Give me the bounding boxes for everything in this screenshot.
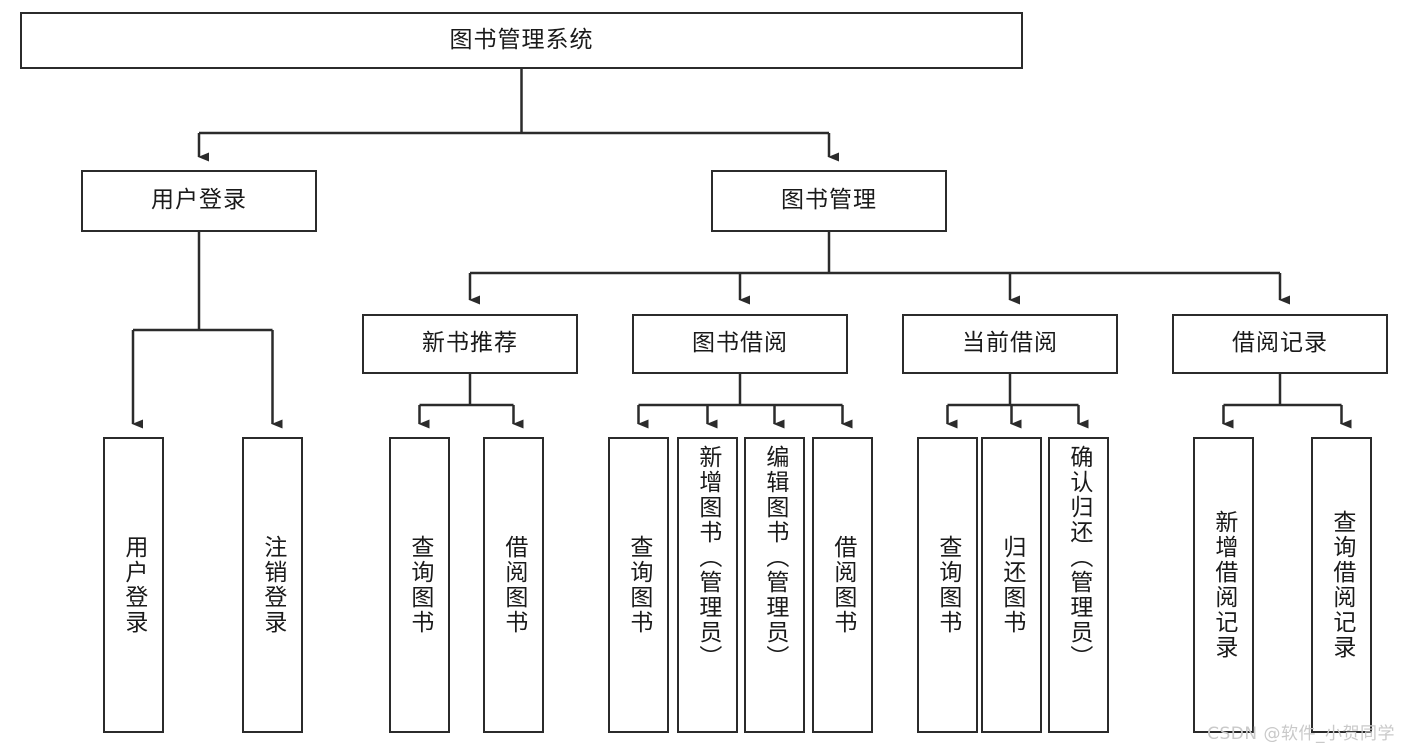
- node-leaf-label: 新增借阅记录: [1210, 510, 1237, 660]
- node-leaf-用户登录-0[interactable]: 用户登录: [103, 437, 164, 733]
- node-leaf-label: 查询图书: [934, 535, 961, 635]
- node-leaf-label: 借阅图书: [500, 535, 527, 635]
- node-l2-新书推荐[interactable]: 新书推荐: [362, 314, 578, 374]
- node-leaf-编辑图书管理员-6[interactable]: 编辑图书（管理员）: [744, 437, 805, 733]
- node-l1-用户登录[interactable]: 用户登录: [81, 170, 317, 232]
- node-leaf-查询图书-2[interactable]: 查询图书: [389, 437, 450, 733]
- node-label: 用户登录: [151, 187, 247, 214]
- node-root-label: 图书管理系统: [449, 26, 594, 53]
- node-leaf-归还图书-9[interactable]: 归还图书: [981, 437, 1042, 733]
- node-l2-借阅记录[interactable]: 借阅记录: [1172, 314, 1388, 374]
- node-leaf-label: 新增图书（管理员）: [694, 445, 721, 670]
- node-leaf-查询图书-4[interactable]: 查询图书: [608, 437, 669, 733]
- node-root-system[interactable]: 图书管理系统: [20, 12, 1023, 69]
- node-leaf-label: 编辑图书（管理员）: [761, 445, 788, 670]
- node-label: 图书管理: [781, 187, 877, 214]
- node-leaf-label: 查询图书: [625, 535, 652, 635]
- node-leaf-label: 确认归还（管理员）: [1065, 445, 1092, 670]
- node-l2-图书借阅[interactable]: 图书借阅: [632, 314, 848, 374]
- node-leaf-查询借阅记录-12[interactable]: 查询借阅记录: [1311, 437, 1372, 733]
- node-label: 新书推荐: [422, 330, 518, 357]
- node-leaf-新增借阅记录-11[interactable]: 新增借阅记录: [1193, 437, 1254, 733]
- node-leaf-label: 归还图书: [998, 535, 1025, 635]
- node-label: 借阅记录: [1232, 330, 1328, 357]
- node-leaf-label: 查询借阅记录: [1328, 510, 1355, 660]
- node-leaf-label: 查询图书: [406, 535, 433, 635]
- node-leaf-确认归还管理员-10[interactable]: 确认归还（管理员）: [1048, 437, 1109, 733]
- node-l2-当前借阅[interactable]: 当前借阅: [902, 314, 1118, 374]
- node-label: 图书借阅: [692, 330, 788, 357]
- node-leaf-label: 借阅图书: [829, 535, 856, 635]
- node-leaf-借阅图书-7[interactable]: 借阅图书: [812, 437, 873, 733]
- node-leaf-借阅图书-3[interactable]: 借阅图书: [483, 437, 544, 733]
- node-l1-图书管理[interactable]: 图书管理: [711, 170, 947, 232]
- node-label: 当前借阅: [962, 330, 1058, 357]
- node-leaf-注销登录-1[interactable]: 注销登录: [242, 437, 303, 733]
- node-leaf-label: 用户登录: [120, 535, 147, 635]
- node-leaf-新增图书管理员-5[interactable]: 新增图书（管理员）: [677, 437, 738, 733]
- node-leaf-label: 注销登录: [259, 535, 286, 635]
- node-leaf-查询图书-8[interactable]: 查询图书: [917, 437, 978, 733]
